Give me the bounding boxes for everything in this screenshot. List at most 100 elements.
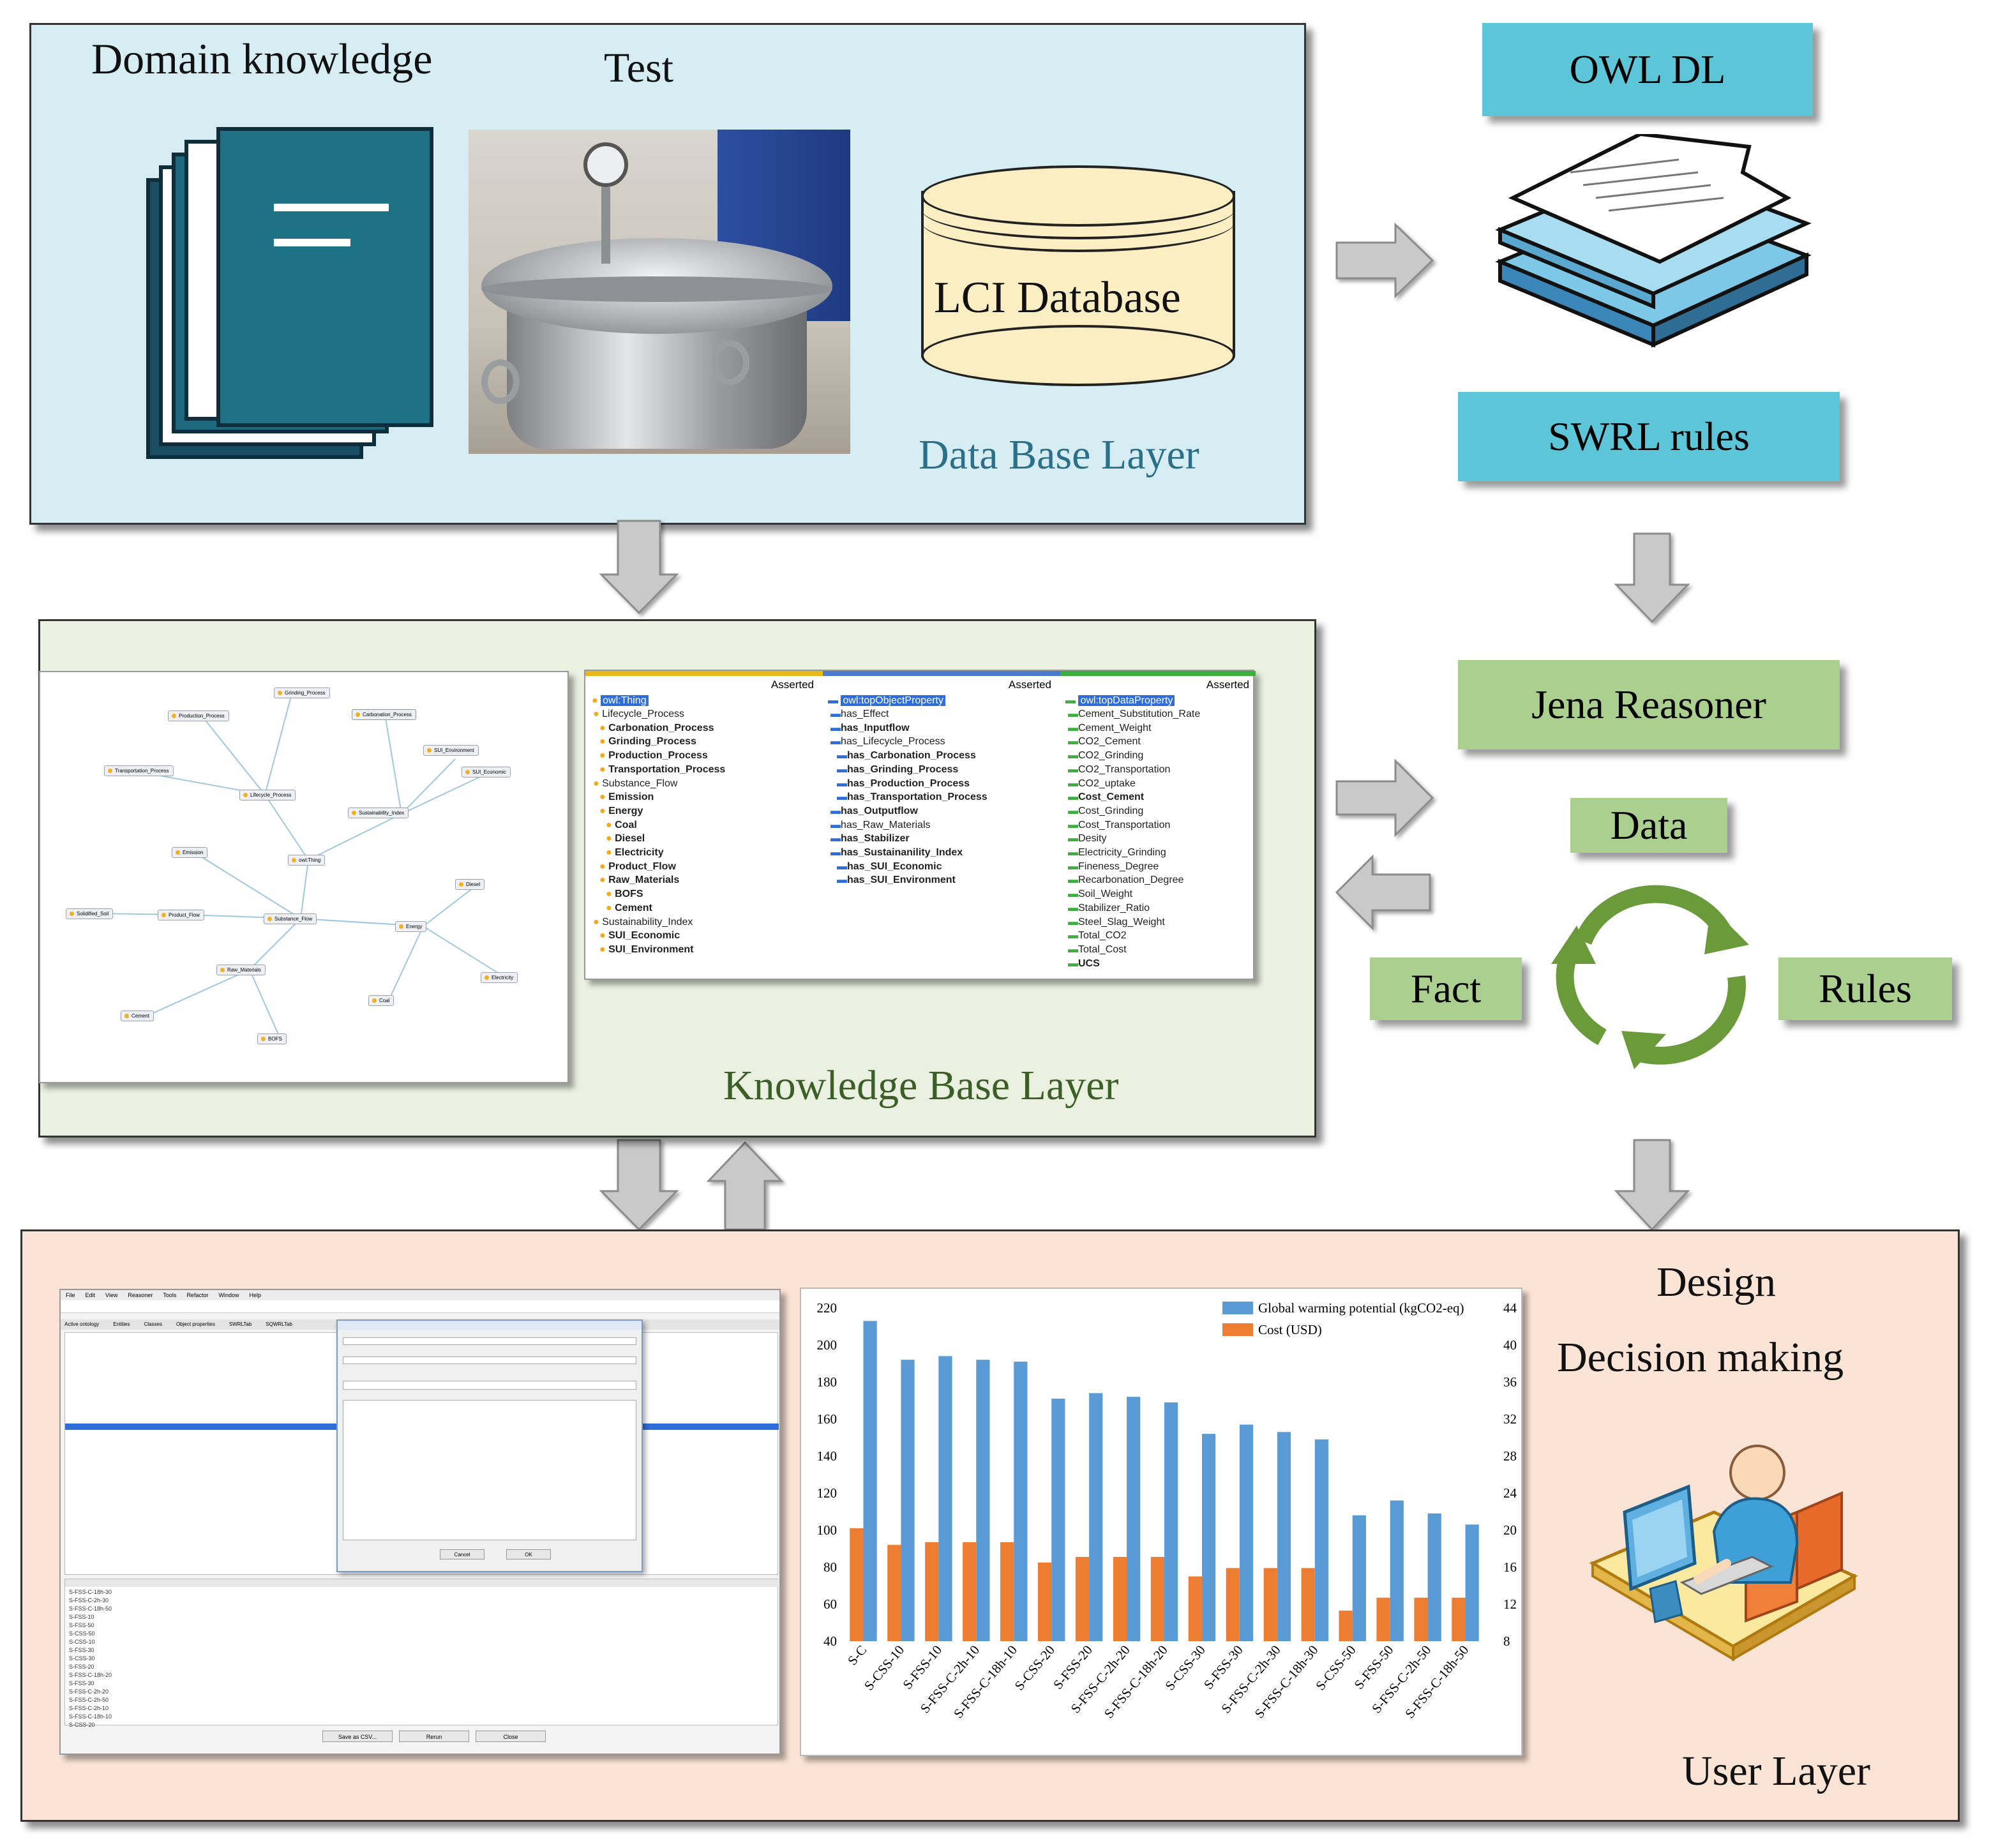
tree-item[interactable]: ▬has_Sustainanility_Index: [830, 846, 963, 860]
tree-item[interactable]: ● Carbonation_Process: [599, 721, 714, 735]
graph-node[interactable]: Product_Flow: [158, 910, 204, 920]
graph-node[interactable]: Electricity: [481, 972, 518, 983]
tree-item[interactable]: ▬has_Outputflow: [830, 804, 918, 818]
close-button[interactable]: Close: [476, 1731, 546, 1742]
tree-item[interactable]: ▬has_SUI_Environment: [837, 873, 956, 887]
tree-item[interactable]: ▬CO2_Cement: [1068, 735, 1141, 749]
menu-item[interactable]: View: [105, 1292, 118, 1298]
tree-item[interactable]: ● Emission: [599, 790, 654, 804]
tree-item[interactable]: ● Cement: [606, 901, 652, 915]
graph-node[interactable]: Substance_Flow: [264, 913, 317, 924]
tree-item[interactable]: ● Transportation_Process: [599, 763, 725, 777]
tree-item[interactable]: ● SUI_Environment: [599, 943, 693, 957]
tree-item[interactable]: ▬has_Transportation_Process: [837, 790, 988, 804]
tree-item[interactable]: ● Coal: [606, 818, 637, 832]
tree-item[interactable]: ● SUI_Economic: [599, 929, 680, 943]
graph-node[interactable]: Solidified_Soil: [66, 908, 114, 919]
graph-node[interactable]: Energy: [395, 921, 427, 932]
tree-item[interactable]: ▬Electricity_Grinding: [1068, 846, 1166, 860]
tree-item[interactable]: ● Energy: [599, 804, 643, 818]
menu-item[interactable]: Help: [249, 1292, 261, 1298]
tree-item[interactable]: ● Production_Process: [599, 749, 708, 763]
menu-item[interactable]: Tools: [163, 1292, 177, 1298]
tree-item[interactable]: ● Lifecycle_Process: [593, 707, 684, 721]
table-row[interactable]: S-CSS-50: [69, 1630, 95, 1637]
tree-item[interactable]: ▬Cost_Cement: [1068, 790, 1144, 804]
tree-item[interactable]: ▬Soil_Weight: [1068, 887, 1132, 901]
table-row[interactable]: S-CSS-30: [69, 1655, 95, 1662]
save-csv-button[interactable]: Save as CSV...: [322, 1731, 393, 1742]
graph-node[interactable]: Coal: [368, 995, 394, 1006]
rerun-button[interactable]: Rerun: [399, 1731, 469, 1742]
tab-item[interactable]: SWRLTab: [229, 1321, 252, 1327]
tree-item[interactable]: ▬Steel_Slag_Weight: [1068, 915, 1165, 929]
graph-node[interactable]: Lifecycle_Process: [239, 790, 296, 800]
tree-item[interactable]: ▬Recarbonation_Degree: [1068, 873, 1183, 887]
tree-item[interactable]: ▬Total_Cost: [1068, 943, 1127, 957]
graph-node[interactable]: SUI_Economic: [462, 767, 511, 778]
table-row[interactable]: S-FSS-20: [69, 1664, 94, 1670]
tree-item[interactable]: ● Substance_Flow: [593, 777, 677, 791]
graph-node[interactable]: Diesel: [455, 879, 485, 890]
menu-item[interactable]: Edit: [85, 1292, 96, 1298]
table-row[interactable]: S-FSS-30: [69, 1680, 94, 1686]
tree-item[interactable]: ▬Total_CO2: [1068, 929, 1127, 943]
tree-item[interactable]: ● Electricity: [606, 846, 664, 860]
graph-node[interactable]: Raw_Materials: [216, 965, 266, 975]
tree-item[interactable]: ● Sustainability_Index: [593, 915, 693, 929]
tree-item[interactable]: ▬has_Grinding_Process: [837, 763, 958, 777]
tree-item[interactable]: ▬has_Effect: [830, 707, 889, 721]
graph-node[interactable]: Grinding_Process: [274, 687, 330, 698]
tree-item[interactable]: ● Raw_Materials: [599, 873, 679, 887]
table-row[interactable]: S-FSS-50: [69, 1622, 94, 1628]
tree-item[interactable]: ● Diesel: [606, 832, 645, 846]
table-row[interactable]: S-FSS-C-18h-10: [69, 1713, 112, 1720]
dialog-ok-button[interactable]: OK: [506, 1549, 551, 1559]
table-row[interactable]: S-FSS-C-18h-20: [69, 1672, 112, 1678]
graph-node[interactable]: Cement: [121, 1010, 154, 1021]
table-row[interactable]: S-FSS-C-2h-30: [69, 1597, 109, 1604]
tree-item[interactable]: ▬has_Stabilizer: [830, 832, 910, 846]
tab-item[interactable]: Active ontology: [64, 1321, 100, 1327]
table-row[interactable]: S-FSS-10: [69, 1614, 94, 1620]
data-property-root[interactable]: ▬ owl:topDataProperty: [1065, 694, 1175, 708]
tree-item[interactable]: ▬CO2_Transportation: [1068, 763, 1170, 777]
tree-item[interactable]: ● Grinding_Process: [599, 735, 696, 749]
tree-item[interactable]: ▬has_Inputflow: [830, 721, 910, 735]
table-row[interactable]: S-FSS-C-2h-50: [69, 1697, 109, 1703]
menu-item[interactable]: File: [66, 1292, 75, 1298]
table-row[interactable]: S-FSS-C-18h-30: [69, 1589, 112, 1595]
object-property-root[interactable]: ▬ owl:topObjectProperty: [828, 694, 945, 708]
graph-node[interactable]: Sustainability_Index: [348, 808, 409, 818]
graph-node[interactable]: Carbonation_Process: [352, 709, 416, 720]
tree-item[interactable]: ▬has_Lifecycle_Process: [830, 735, 945, 749]
tree-item[interactable]: ▬Fineness_Degree: [1068, 860, 1159, 874]
graph-node[interactable]: Production_Process: [168, 710, 229, 721]
tree-item[interactable]: ▬has_Carbonation_Process: [837, 749, 976, 763]
tab-item[interactable]: SQWRLTab: [266, 1321, 292, 1327]
graph-node[interactable]: SUI_Environment: [423, 745, 479, 756]
tree-item[interactable]: ▬CO2_Grinding: [1068, 749, 1143, 763]
tree-item[interactable]: ▬has_SUI_Economic: [837, 860, 942, 874]
table-row[interactable]: S-CSS-10: [69, 1639, 95, 1645]
tree-item[interactable]: ● BOFS: [606, 887, 643, 901]
tree-item[interactable]: ▬Stabilizer_Ratio: [1068, 901, 1150, 915]
menu-item[interactable]: Reasoner: [128, 1292, 153, 1298]
tree-item[interactable]: ▬has_Production_Process: [837, 777, 970, 791]
class-root[interactable]: ● owl:Thing: [592, 694, 649, 708]
graph-node[interactable]: BOFS: [257, 1033, 287, 1044]
tree-item[interactable]: ▬Desity: [1068, 832, 1106, 846]
tree-item[interactable]: ● Product_Flow: [599, 860, 676, 874]
tree-item[interactable]: ▬has_Raw_Materials: [830, 818, 931, 832]
tab-item[interactable]: Object properties: [176, 1321, 215, 1327]
tree-item[interactable]: ▬UCS: [1068, 957, 1100, 971]
tree-item[interactable]: ▬Cost_Transportation: [1068, 818, 1170, 832]
table-row[interactable]: S-FSS-30: [69, 1647, 94, 1653]
tree-item[interactable]: ▬CO2_uptake: [1068, 777, 1136, 791]
graph-node[interactable]: owl:Thing: [288, 855, 326, 866]
tree-item[interactable]: ▬Cost_Grinding: [1068, 804, 1143, 818]
tab-item[interactable]: Classes: [144, 1321, 162, 1327]
tree-item[interactable]: ▬Cement_Substitution_Rate: [1068, 707, 1200, 721]
table-row[interactable]: S-FSS-C-18h-50: [69, 1605, 112, 1612]
tab-item[interactable]: Entities: [113, 1321, 130, 1327]
